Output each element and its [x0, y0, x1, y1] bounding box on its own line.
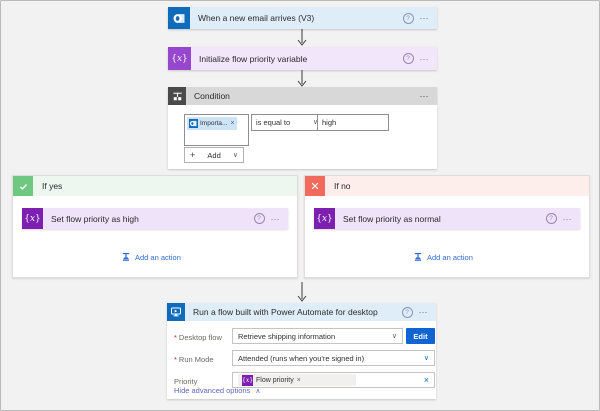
help-icon[interactable]: ? — [402, 53, 414, 64]
trigger-card[interactable]: When a new email arrives (V3) ? ⋯ — [168, 7, 437, 29]
menu-icon[interactable]: ⋯ — [419, 91, 430, 101]
desktop-flow-value: Retrieve shipping information — [238, 331, 336, 341]
variable-icon: {x} — [241, 374, 254, 386]
add-action-link[interactable]: Add an action — [121, 252, 181, 262]
condition-value-input[interactable]: high — [317, 114, 389, 131]
clear-field-icon[interactable]: × — [423, 375, 429, 385]
condition-add-button[interactable]: + Add ∨ — [184, 147, 244, 163]
priority-field-label: Priority — [174, 377, 198, 386]
set-priority-normal-card[interactable]: {x} Set flow priority as normal ? ⋯ — [314, 208, 580, 229]
token-label: Flow priority — [256, 376, 294, 384]
run-mode-field-label: * Run Mode — [174, 355, 214, 364]
menu-icon[interactable]: ⋯ — [562, 213, 573, 224]
desktop-flow-select[interactable]: Retrieve shipping information ∨ — [232, 328, 403, 344]
cross-icon — [305, 176, 325, 196]
chip-close-icon[interactable]: × — [230, 120, 235, 127]
variable-icon: {x} — [314, 208, 335, 229]
chevron-down-icon: ∨ — [312, 119, 318, 126]
desktop-flow-field-label: * Desktop flow — [174, 333, 222, 342]
menu-icon[interactable]: ⋯ — [418, 307, 429, 317]
check-icon — [13, 176, 33, 196]
condition-operator-select[interactable]: is equal to ∨ — [251, 114, 323, 131]
desktop-flow-title: Run a flow built with Power Automate for… — [193, 307, 378, 317]
variable-icon: {x} — [168, 47, 191, 70]
add-action-link[interactable]: Add an action — [413, 252, 473, 262]
outlook-icon — [168, 7, 190, 29]
menu-icon[interactable]: ⋯ — [419, 53, 430, 64]
add-label: Add — [207, 150, 221, 160]
condition-header[interactable]: Condition ⋯ — [168, 87, 437, 105]
desktop-flow-card: Run a flow built with Power Automate for… — [167, 303, 436, 399]
initialize-variable-card[interactable]: {x} Initialize flow priority variable ? … — [168, 47, 437, 70]
condition-body: Importa... × is equal to ∨ high + Add ∨ — [168, 105, 437, 169]
if-yes-branch: If yes {x} Set flow priority as high ? ⋯… — [12, 175, 298, 278]
action-icon — [122, 252, 130, 261]
help-icon[interactable]: ? — [545, 213, 557, 224]
help-icon[interactable]: ? — [402, 12, 414, 24]
menu-icon[interactable]: ⋯ — [270, 213, 281, 224]
condition-operand-field[interactable]: Importa... × — [184, 114, 249, 146]
connector-arrow — [297, 70, 307, 87]
flow-priority-token[interactable]: {x} Flow priority × — [238, 374, 356, 386]
variable-title: Initialize flow priority variable — [199, 53, 308, 64]
help-icon[interactable]: ? — [401, 306, 413, 318]
chevron-down-icon: ∨ — [232, 151, 238, 159]
if-no-header[interactable]: If no — [305, 176, 589, 196]
condition-title: Condition — [194, 91, 230, 101]
plus-icon: + — [190, 150, 196, 160]
run-mode-select[interactable]: Attended (runs when you're signed in) ∨ — [232, 350, 435, 366]
run-mode-value: Attended (runs when you're signed in) — [238, 353, 365, 363]
connector-arrow — [297, 29, 307, 46]
outlook-icon — [189, 119, 198, 128]
variable-icon: {x} — [22, 208, 43, 229]
if-yes-header[interactable]: If yes — [13, 176, 297, 196]
action-title: Set flow priority as normal — [343, 213, 441, 224]
add-action-label: Add an action — [135, 252, 181, 262]
hide-advanced-options-link[interactable]: Hide advanced options ∧ — [174, 386, 261, 395]
connector-arrow — [297, 282, 307, 302]
action-icon — [414, 252, 422, 261]
required-marker: * — [174, 355, 177, 364]
set-priority-high-card[interactable]: {x} Set flow priority as high ? ⋯ — [22, 208, 288, 229]
desktop-flow-icon — [167, 303, 185, 321]
token-close-icon[interactable]: × — [296, 376, 301, 384]
edit-button[interactable]: Edit — [406, 328, 435, 344]
trigger-title: When a new email arrives (V3) — [198, 13, 315, 23]
chip-label: Importa... — [200, 120, 228, 127]
if-yes-label: If yes — [42, 181, 63, 191]
chevron-down-icon: ∨ — [423, 354, 429, 362]
value-text: high — [322, 118, 337, 127]
condition-icon — [168, 87, 186, 105]
operator-value: is equal to — [256, 118, 291, 127]
required-marker: * — [174, 333, 177, 342]
help-icon[interactable]: ? — [253, 213, 265, 224]
chevron-down-icon: ∨ — [391, 332, 397, 340]
add-action-label: Add an action — [427, 252, 473, 262]
if-no-branch: If no {x} Set flow priority as normal ? … — [304, 175, 590, 278]
priority-input[interactable]: {x} Flow priority × × — [232, 372, 435, 388]
if-no-label: If no — [334, 181, 351, 191]
menu-icon[interactable]: ⋯ — [419, 13, 430, 23]
condition-card: Condition ⋯ Importa... × is equal to ∨ — [168, 87, 437, 169]
desktop-flow-header[interactable]: Run a flow built with Power Automate for… — [167, 303, 436, 321]
dynamic-content-chip[interactable]: Importa... × — [187, 117, 237, 130]
chevron-up-icon: ∧ — [255, 388, 261, 395]
action-title: Set flow priority as high — [51, 213, 139, 224]
